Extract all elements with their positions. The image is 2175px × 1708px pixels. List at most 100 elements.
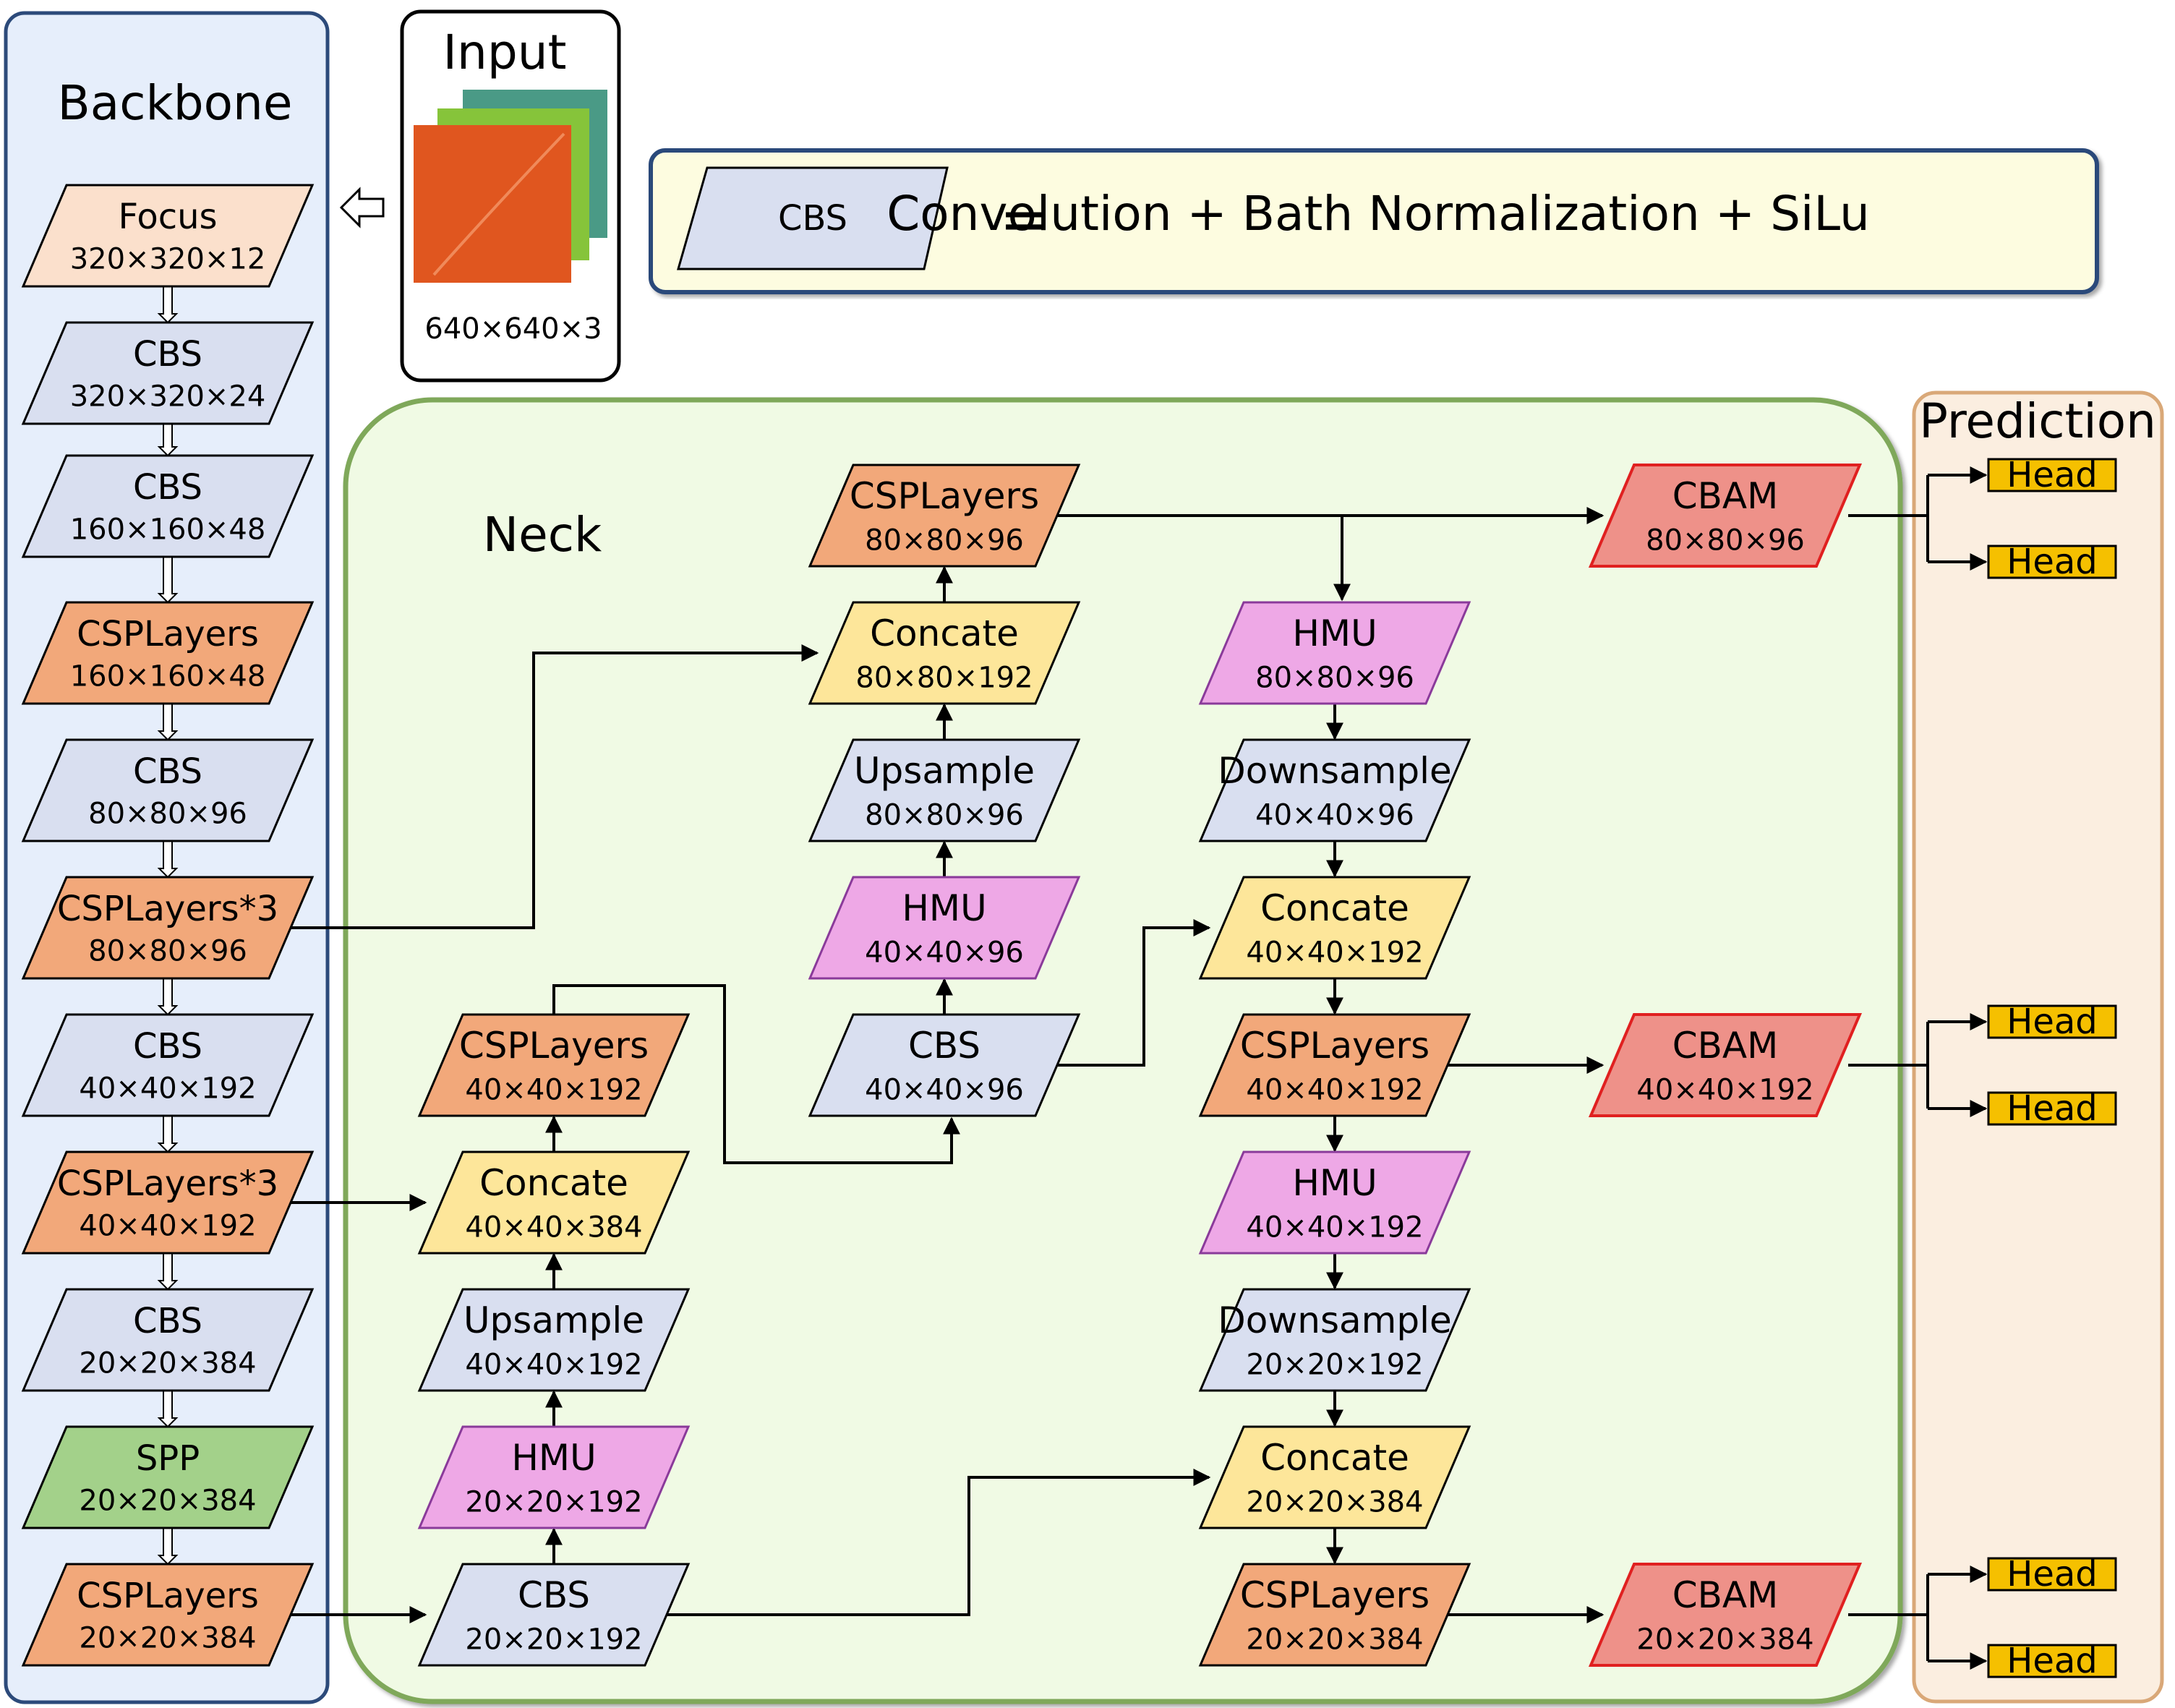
block-shape: [1198, 738, 1471, 842]
block-shape: [21, 321, 315, 425]
leaf-vein: [432, 132, 565, 276]
block-name: CSPLayers: [850, 475, 1039, 517]
head-box: [1987, 1644, 2117, 1678]
block-name: HMU: [1292, 612, 1377, 654]
block-shape: [808, 876, 1081, 980]
block-shape: [1588, 1563, 1863, 1667]
block-name: CSPLayers: [1240, 1025, 1430, 1067]
input-title: Input: [443, 25, 567, 80]
block-name: HMU: [511, 1437, 596, 1479]
block-name: Concate: [870, 612, 1019, 654]
block-shape: [808, 464, 1081, 568]
block-name: CBAM: [1672, 475, 1779, 517]
block-dims: 40×40×192: [1246, 1074, 1423, 1107]
head-box: [1987, 458, 2117, 492]
block-dims: 40×40×192: [1246, 936, 1423, 970]
backbone-flow-arrow: [157, 1527, 179, 1566]
neck-panel: [343, 397, 1903, 1704]
block-dims: 20×20×384: [79, 1347, 256, 1380]
input-layer-front: [414, 125, 571, 283]
head-box: [1987, 1004, 2117, 1039]
block-name: Downsample: [1218, 1299, 1451, 1341]
block-dims: 80×80×96: [1255, 662, 1414, 695]
cbam-block: CBAM 80×80×96: [1588, 464, 1863, 568]
backbone-flow-arrow: [157, 286, 179, 324]
block-shape: [1198, 876, 1471, 980]
block-name: CSPLayers: [77, 1576, 259, 1616]
backbone-flow-arrow: [157, 423, 179, 457]
blocks: Focus320×320×12CBS320×320×24CBS160×160×4…: [21, 184, 1863, 1667]
cbs-block: CBS 320×320×24: [21, 321, 315, 425]
cbs-block: Downsample 20×20×192: [1198, 1288, 1471, 1392]
block-dims: 20×20×384: [1246, 1486, 1423, 1519]
block-dims: 80×80×96: [865, 524, 1024, 558]
prediction-panel: [1912, 390, 2164, 1704]
legend-equals: =: [999, 183, 1051, 255]
block-shape: [21, 1288, 315, 1392]
block-name: HMU: [1292, 1162, 1377, 1204]
block-dims: 20×20×192: [1246, 1349, 1423, 1382]
block-shape: [1198, 601, 1471, 705]
block-shape: [21, 454, 315, 558]
block-name: Concate: [479, 1162, 628, 1204]
block-dims: 20×20×384: [79, 1622, 256, 1655]
backbone-flow-arrow: [157, 978, 179, 1016]
backbone-flow-arrow: [157, 703, 179, 741]
block-name: SPP: [136, 1438, 200, 1479]
head-box: [1987, 545, 2117, 579]
block-shape: [1588, 1013, 1863, 1117]
block-shape: [417, 1425, 691, 1529]
block-name: CBS: [133, 334, 202, 375]
block-dims: 40×40×96: [865, 936, 1024, 970]
csp-block: CSPLayers 40×40×192: [1198, 1013, 1471, 1117]
csp-block: CSPLayers 20×20×384: [1198, 1563, 1471, 1667]
head-box: [1987, 1557, 2117, 1592]
block-name: Downsample: [1218, 750, 1451, 792]
input-image-stack: [414, 90, 607, 283]
block-name: HMU: [902, 887, 986, 929]
backbone-flow-arrow: [157, 556, 179, 604]
block-shape: [21, 738, 315, 842]
input-dims: 640×640×3: [424, 312, 602, 346]
block-dims: 320×320×24: [70, 380, 266, 414]
block-shape: [21, 184, 315, 288]
hmu-block: HMU 80×80×96: [1198, 601, 1471, 705]
neck-title: Neck: [483, 507, 602, 563]
block-dims: 20×20×384: [1246, 1623, 1423, 1657]
block-shape: [21, 876, 315, 980]
block-name: CSPLayers*3: [57, 1163, 278, 1204]
block-dims: 40×40×96: [865, 1074, 1024, 1107]
block-name: CSPLayers: [1240, 1574, 1430, 1616]
legend-cbs-block: [677, 166, 949, 270]
csp-block: CSPLayers 80×80×96: [808, 464, 1081, 568]
input-to-backbone-arrow: [339, 187, 385, 229]
block-shape: [21, 1425, 315, 1529]
block-dims: 40×40×192: [79, 1210, 256, 1243]
block-name: CSPLayers: [459, 1025, 649, 1067]
block-name: CBS: [518, 1574, 590, 1616]
backbone-flow-arrow: [157, 1252, 179, 1291]
block-shape: [1198, 1150, 1471, 1255]
head-label: Head: [2007, 1641, 2098, 1681]
head-label: Head: [2007, 455, 2098, 495]
block-shape: [1198, 1288, 1471, 1392]
backbone-title: Backbone: [58, 75, 293, 131]
block-dims: 160×160×48: [70, 660, 266, 693]
csp-block: CSPLayers*380×80×96: [21, 876, 315, 980]
block-dims: 80×80×96: [1646, 524, 1805, 558]
block-dims: 320×320×12: [70, 243, 266, 276]
